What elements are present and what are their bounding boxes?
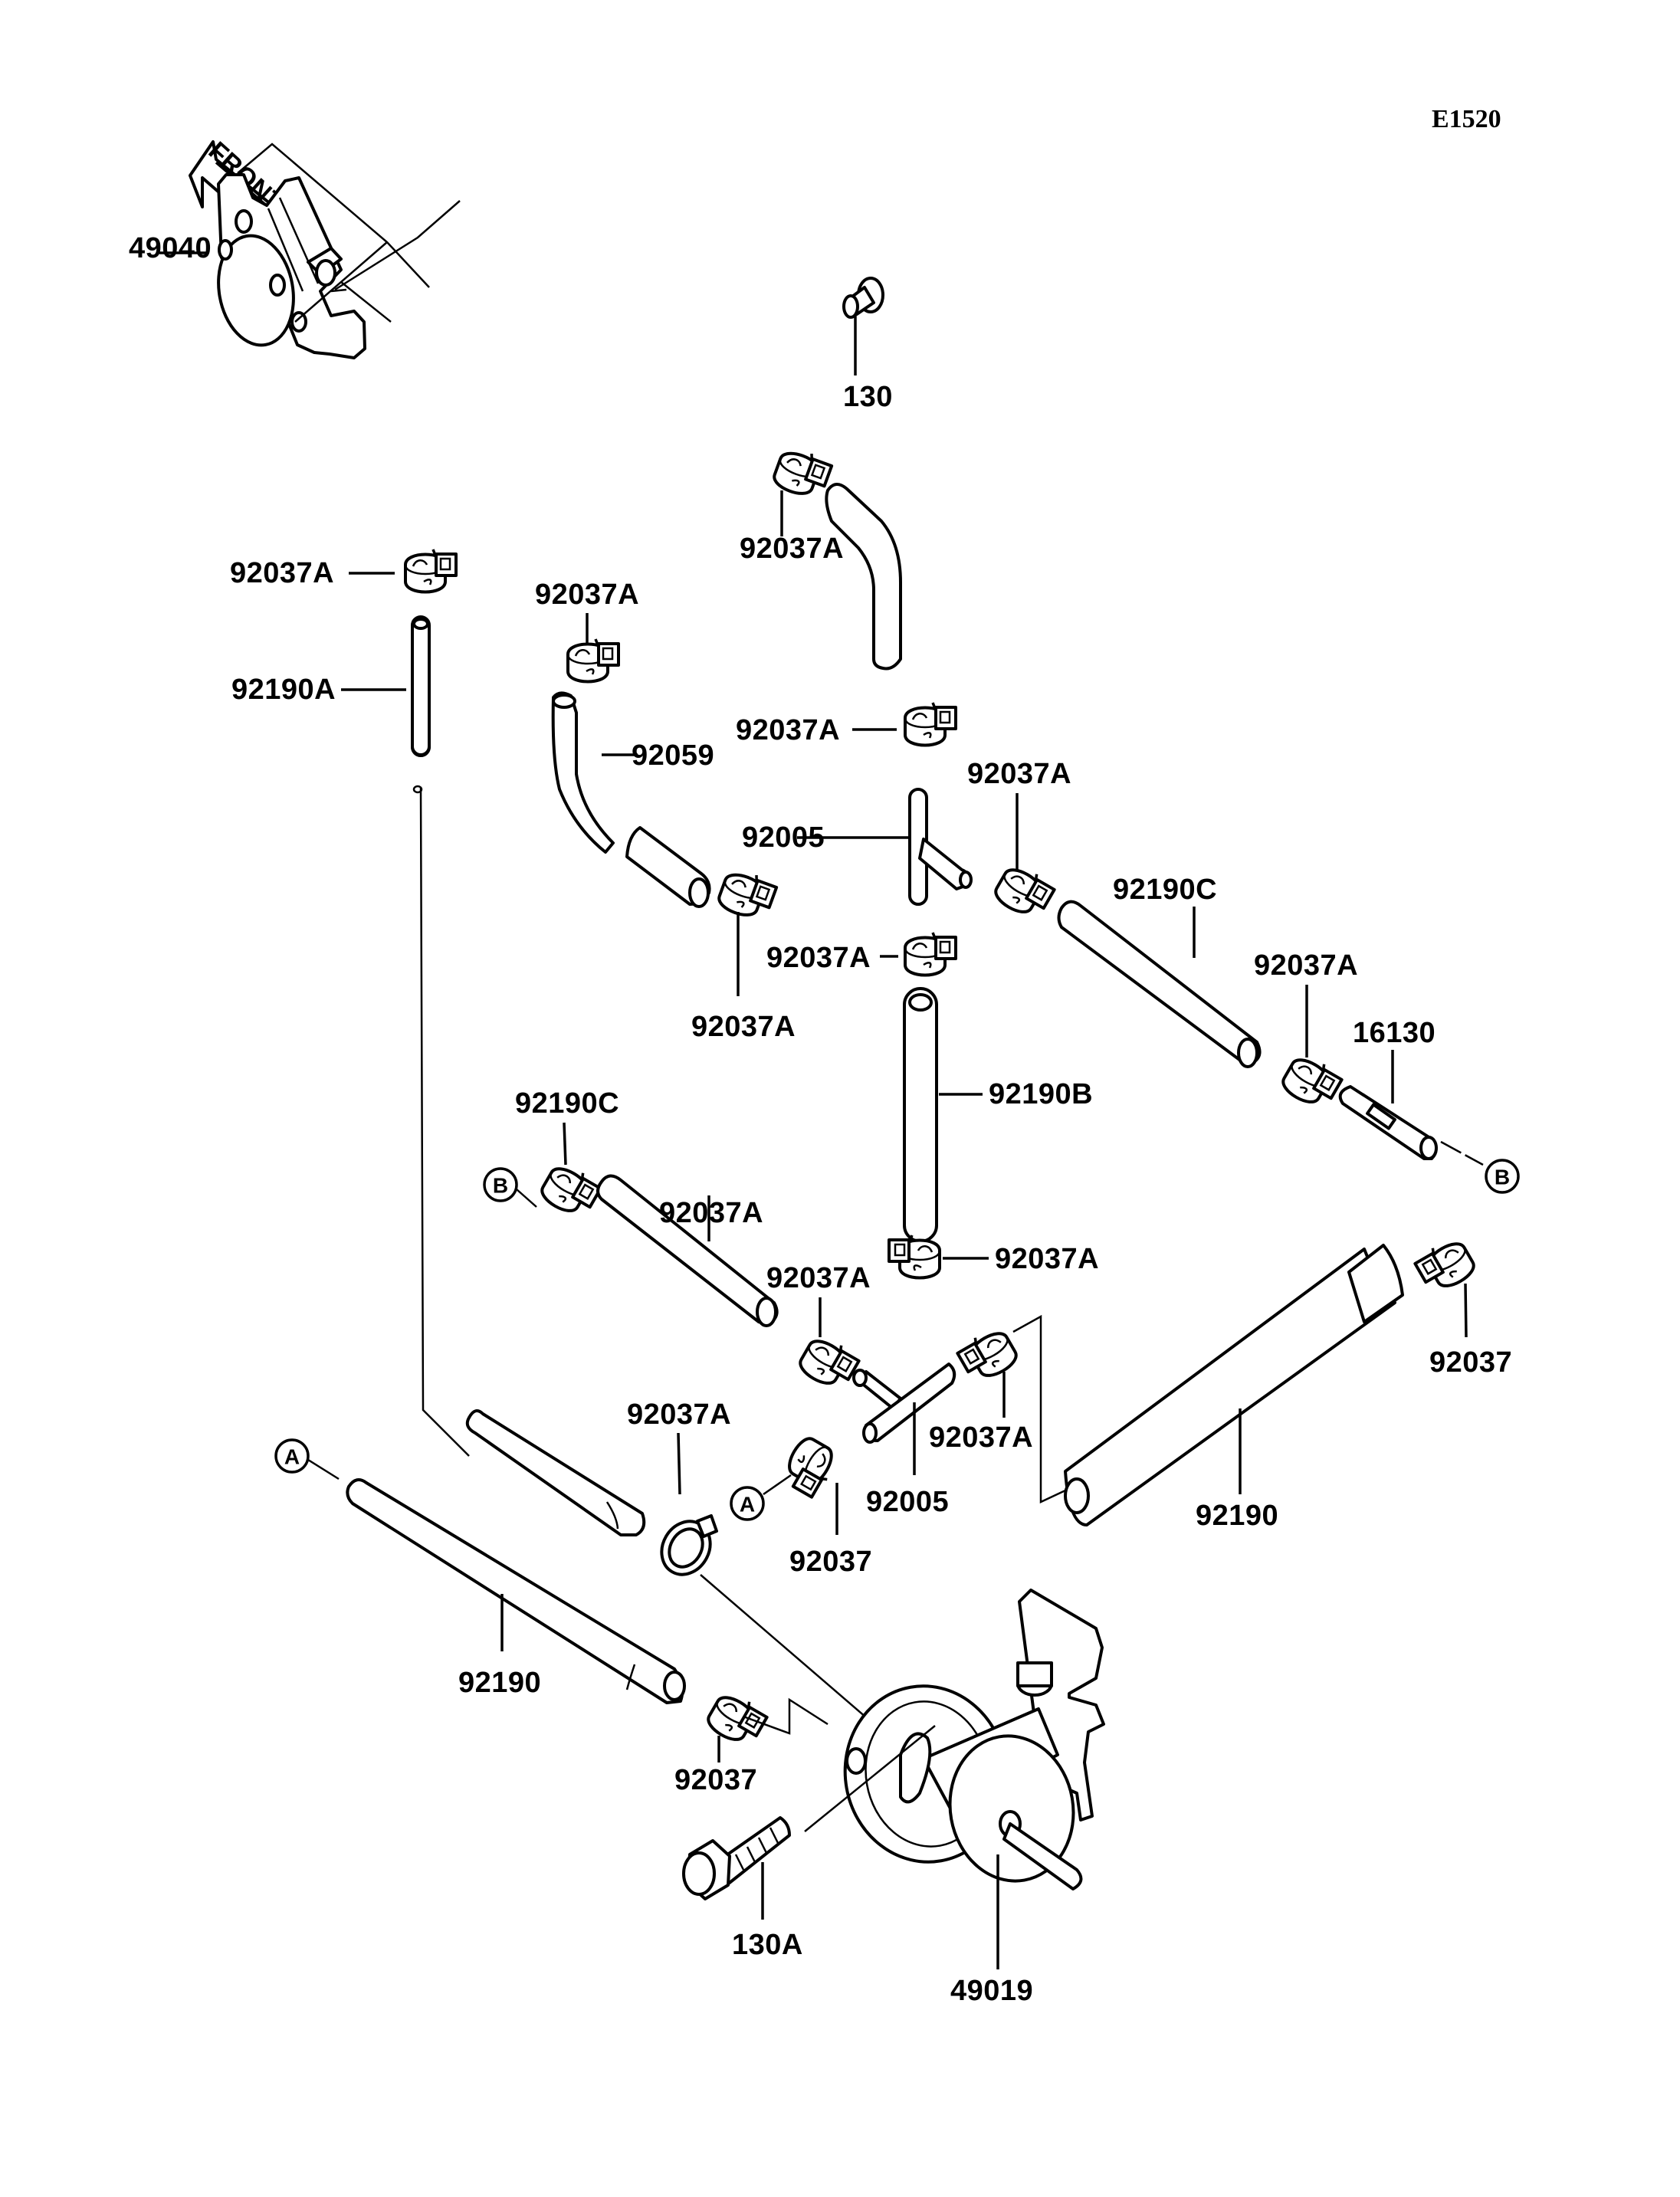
callout-92037[interactable]: 92037A bbox=[627, 1399, 731, 1431]
callout-92190A[interactable]: 92190A bbox=[231, 674, 336, 706]
tube-92190A-lower-part bbox=[465, 1409, 646, 1536]
ref-marker-b[interactable]: B bbox=[483, 1167, 518, 1202]
t-joint-92005-part bbox=[852, 1362, 956, 1444]
ref-marker-a[interactable]: A bbox=[730, 1486, 765, 1521]
ref-marker-b-label: B bbox=[1495, 1166, 1510, 1189]
callout-92037A[interactable]: 92037A bbox=[740, 533, 844, 565]
assembly-line bbox=[237, 143, 430, 288]
clamp-icon bbox=[702, 1686, 771, 1752]
callout-92037A[interactable]: 92037A bbox=[967, 758, 1071, 790]
callout-92037A[interactable]: 92037A bbox=[766, 1262, 871, 1294]
callout-92037A[interactable]: 92037A bbox=[1254, 949, 1358, 982]
clamp-icon bbox=[566, 638, 620, 684]
assembly-line bbox=[743, 1697, 829, 1735]
clamp-icon bbox=[989, 858, 1058, 924]
ref-marker-a-label: A bbox=[284, 1445, 300, 1469]
leader-92037 bbox=[1464, 1283, 1468, 1338]
assembly-line bbox=[1440, 1140, 1484, 1166]
tube-92190C-part bbox=[596, 1174, 779, 1327]
tube-92190B-part bbox=[903, 987, 938, 1243]
callout-92190[interactable]: 92190 bbox=[1196, 1500, 1278, 1532]
callout-92037A[interactable]: 92037A bbox=[995, 1243, 1099, 1275]
clamp-icon bbox=[536, 1157, 605, 1223]
tube-92190-part bbox=[346, 1478, 686, 1704]
bolt-130A-part bbox=[682, 1816, 791, 1900]
callout-49040[interactable]: 49040 bbox=[129, 232, 212, 264]
clamp-icon bbox=[904, 701, 957, 747]
ref-marker-b[interactable]: B bbox=[1485, 1159, 1520, 1194]
assembly-line bbox=[763, 1474, 792, 1496]
callout-130[interactable]: 130 bbox=[843, 381, 893, 413]
clamp-icon bbox=[777, 1432, 843, 1501]
tube-92190-part bbox=[1064, 1244, 1404, 1526]
bolt-130-part bbox=[842, 277, 884, 319]
assembly-line bbox=[516, 1189, 537, 1208]
callout-92037A[interactable]: 92037A bbox=[766, 942, 871, 974]
tube-92190C-part bbox=[1057, 900, 1262, 1068]
callout-92037A[interactable]: 92190C bbox=[515, 1087, 619, 1120]
callout-92059[interactable]: 92059 bbox=[632, 739, 714, 772]
clamp-icon bbox=[404, 548, 458, 594]
clamp-icon bbox=[714, 864, 780, 925]
assembly-line bbox=[307, 1458, 340, 1481]
ref-marker-b-label: B bbox=[493, 1174, 508, 1198]
tube-92190A-part bbox=[411, 615, 431, 794]
callout-92037A[interactable]: 92037 bbox=[789, 1546, 872, 1578]
callout-92037A[interactable]: 92037A bbox=[691, 1011, 796, 1043]
leader-92037 bbox=[677, 1432, 681, 1495]
clamp-icon bbox=[1411, 1232, 1480, 1298]
callout-92037A[interactable]: 92037A bbox=[535, 579, 639, 611]
clamp-icon bbox=[888, 1234, 941, 1280]
fuel-pump-part bbox=[843, 1589, 1105, 1890]
clamp-icon bbox=[794, 1330, 863, 1395]
assembly-line bbox=[419, 787, 470, 1457]
callout-92037A[interactable]: 92037A bbox=[230, 557, 334, 589]
clamp-icon bbox=[1277, 1048, 1346, 1114]
clamp-icon bbox=[904, 931, 957, 977]
ref-marker-a-label: A bbox=[740, 1493, 755, 1517]
callout-49019[interactable]: 49019 bbox=[950, 1975, 1033, 2007]
callout-92190B[interactable]: 92190B bbox=[989, 1078, 1093, 1110]
elbow-hose-part bbox=[825, 483, 902, 671]
callout-92190C[interactable]: 92190C bbox=[1113, 874, 1217, 906]
callout-92037A[interactable]: 92037A bbox=[736, 714, 840, 746]
fuel-pump-cover-part bbox=[217, 173, 366, 359]
assembly-line bbox=[804, 1725, 936, 1832]
clamp-icon bbox=[953, 1322, 1022, 1388]
round-clamp-icon bbox=[660, 1514, 718, 1576]
pipe-16130-part bbox=[1338, 1085, 1438, 1160]
assembly-line bbox=[1012, 1314, 1066, 1503]
callout-92005[interactable]: 92005 bbox=[742, 821, 825, 854]
callout-92190[interactable]: 92190 bbox=[458, 1667, 541, 1699]
callout-16130[interactable]: 16130 bbox=[1353, 1017, 1436, 1049]
assembly-line bbox=[334, 200, 461, 291]
ref-marker-a[interactable]: A bbox=[274, 1438, 310, 1474]
callout-92190C[interactable]: 92037A bbox=[659, 1197, 763, 1229]
diagram-code: E1520 bbox=[1432, 105, 1501, 133]
t-joint-92005-part bbox=[908, 788, 973, 906]
callout-92037[interactable]: 92037 bbox=[674, 1764, 757, 1796]
hose-92059-part bbox=[551, 691, 711, 908]
callout-92037A[interactable]: 92037A bbox=[929, 1421, 1033, 1454]
leader-92037A bbox=[563, 1122, 567, 1166]
callout-130A[interactable]: 130A bbox=[732, 1929, 803, 1961]
assembly-line bbox=[340, 281, 392, 323]
callout-92005[interactable]: 92005 bbox=[866, 1486, 949, 1518]
callout-92037[interactable]: 92037 bbox=[1429, 1346, 1512, 1379]
